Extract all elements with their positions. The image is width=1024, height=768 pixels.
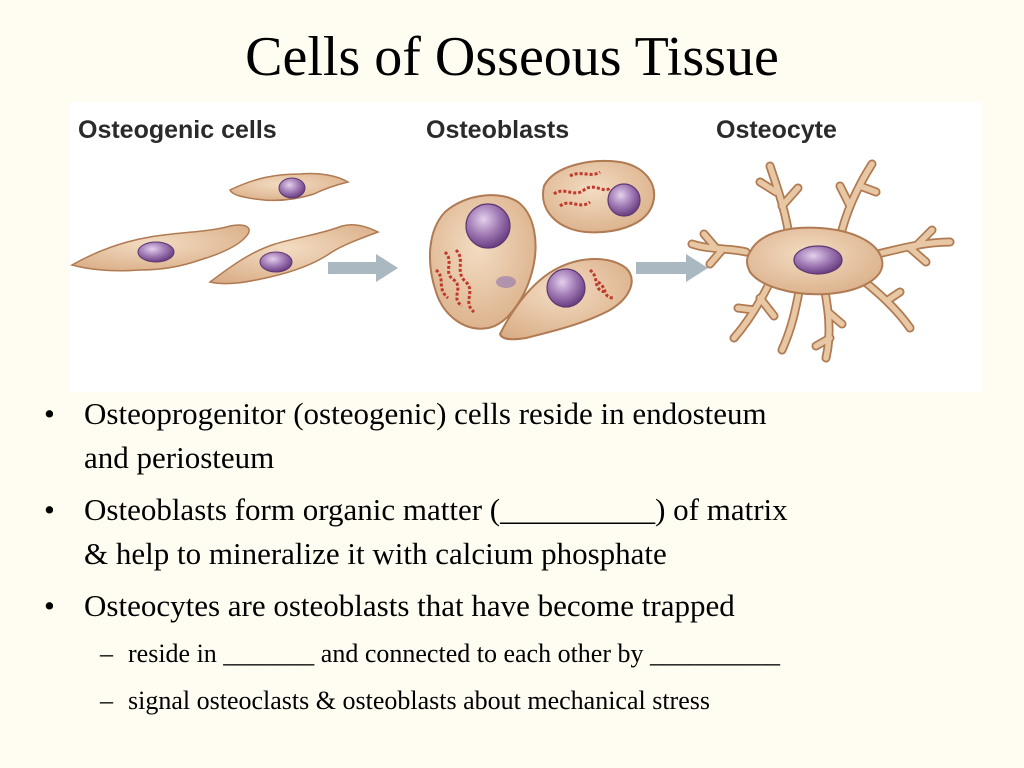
bullet-text-line: Osteoblasts form organic matter (_______… <box>84 492 788 527</box>
osteogenic-cell-top <box>229 172 350 202</box>
osteogenic-cell-left <box>70 224 250 272</box>
sub-bullet-item: – signal osteoclasts & osteoblasts about… <box>44 683 1004 719</box>
slide-title: Cells of Osseous Tissue <box>245 26 779 88</box>
bullet-item: • Osteoprogenitor (osteogenic) cells res… <box>44 392 1004 480</box>
label-osteogenic-cells: Osteogenic cells <box>78 116 277 144</box>
osteoblast-top <box>542 160 655 234</box>
label-osteocyte: Osteocyte <box>716 116 837 144</box>
arrow-icon <box>636 254 708 282</box>
osteocyte-cell <box>687 159 955 363</box>
osteogenic-cell-right <box>208 223 380 285</box>
osteoblast-bottom <box>498 258 633 341</box>
bullet-marker: • <box>44 588 55 623</box>
sub-bullet-marker: – <box>100 639 113 668</box>
bullet-item: • Osteoblasts form organic matter (_____… <box>44 488 1004 576</box>
cells-illustration <box>70 159 955 363</box>
bullet-text-line: and periosteum <box>84 440 275 475</box>
bullet-item: • Osteocytes are osteoblasts that have b… <box>44 584 1004 628</box>
bullet-marker: • <box>44 396 55 431</box>
osteoblast-large <box>428 194 537 330</box>
sub-bullet-item: – reside in _______ and connected to eac… <box>44 636 1004 672</box>
bullet-marker: • <box>44 492 55 527</box>
sub-bullet-text: reside in _______ and connected to each … <box>128 639 780 668</box>
bullet-text-line: & help to mineralize it with calcium pho… <box>84 536 667 571</box>
sub-bullet-text: signal osteoclasts & osteoblasts about m… <box>128 686 710 715</box>
bone-cells-figure: Osteogenic cells Osteoblasts Osteocyte <box>70 102 982 392</box>
label-osteoblasts: Osteoblasts <box>426 116 570 144</box>
arrow-icon <box>328 254 398 282</box>
bullet-text-line: Osteoprogenitor (osteogenic) cells resid… <box>84 396 767 431</box>
bullet-list: • Osteoprogenitor (osteogenic) cells res… <box>44 392 1004 730</box>
bullet-text-line: Osteocytes are osteoblasts that have bec… <box>84 588 735 623</box>
sub-bullet-marker: – <box>100 686 113 715</box>
